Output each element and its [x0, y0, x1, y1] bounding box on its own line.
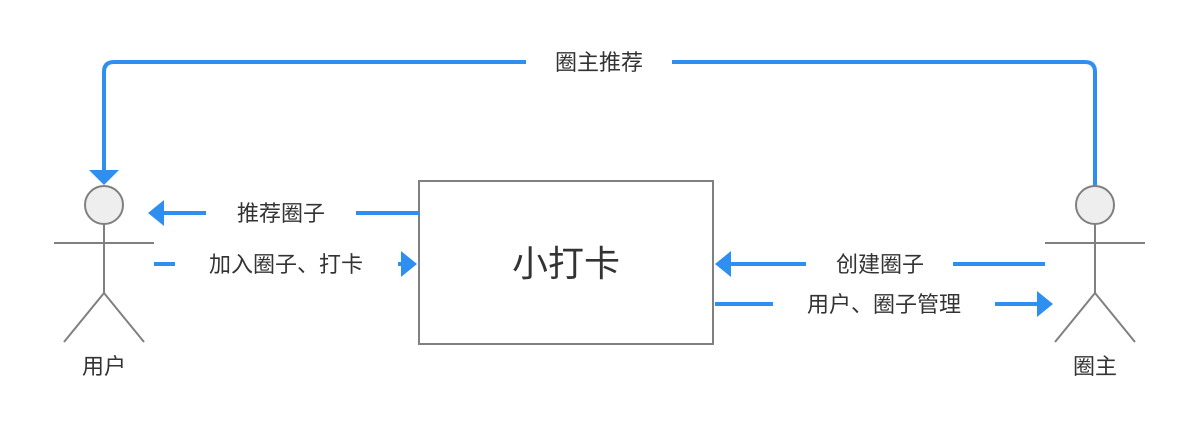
- arrow-right-icon: [401, 251, 417, 277]
- recommend-circle-flow: 推荐圈子: [148, 200, 419, 227]
- join-checkin-flow: 加入圈子、打卡: [154, 251, 417, 278]
- actor-owner: [1045, 185, 1145, 343]
- arrow-left-icon: [715, 251, 731, 277]
- owner-recommend-label: 圈主推荐: [555, 51, 643, 76]
- create-circle-flow: 创建圈子: [715, 251, 1045, 278]
- actor-user: [54, 185, 154, 343]
- system-title: 小打卡: [512, 244, 620, 285]
- actor-owner-label: 圈主: [1073, 355, 1117, 380]
- system-box: 小打卡: [418, 180, 714, 345]
- owner-recommend-flow: 圈主推荐: [89, 51, 1097, 188]
- create-circle-label: 创建圈子: [836, 253, 924, 278]
- actor-user-label: 用户: [82, 355, 126, 380]
- recommend-circle-label: 推荐圈子: [237, 202, 325, 227]
- arrow-left-icon: [148, 200, 164, 226]
- arrow-down-icon: [89, 170, 119, 185]
- join-checkin-label: 加入圈子、打卡: [209, 253, 363, 278]
- actor-head: [1075, 185, 1115, 225]
- actor-head: [84, 185, 124, 225]
- arrow-right-icon: [1037, 291, 1053, 317]
- user-circle-manage-flow: 用户、圈子管理: [715, 291, 1053, 318]
- user-circle-manage-label: 用户、圈子管理: [807, 293, 961, 318]
